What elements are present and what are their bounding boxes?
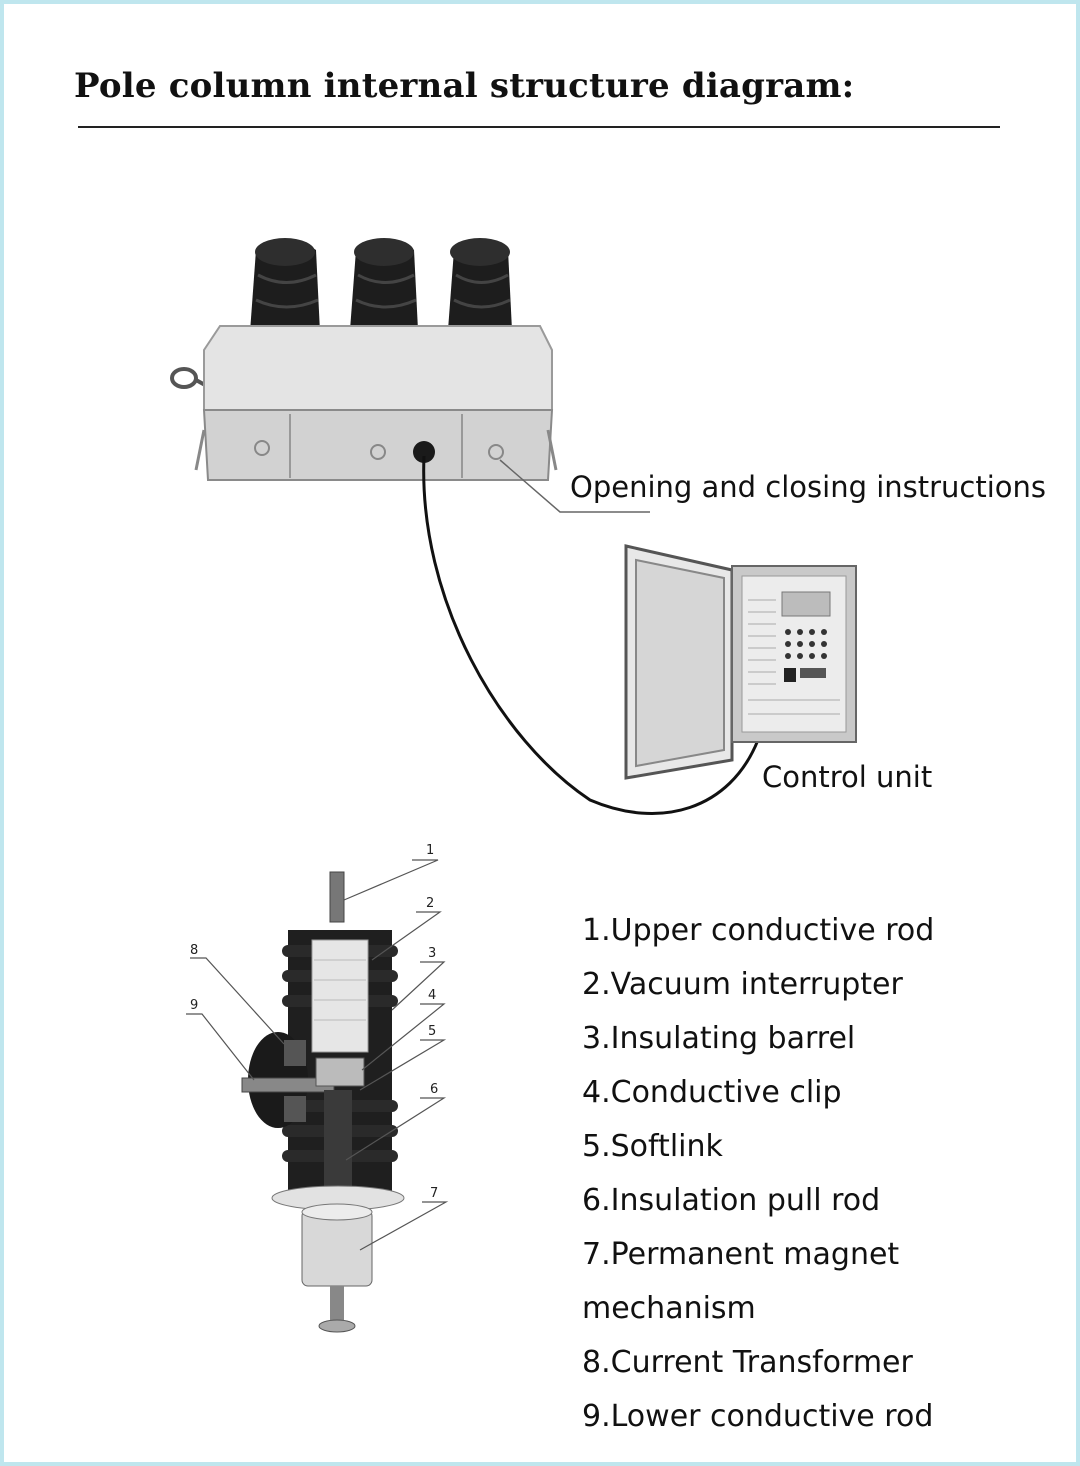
legend-item: 2.Vacuum interrupter <box>582 967 903 1002</box>
page-title: Pole column internal structure diagram: <box>74 66 855 106</box>
vacuum-interrupter <box>311 939 369 1053</box>
opening-closing-label: Opening and closing instructions <box>570 470 1047 504</box>
parts-legend: 1.Upper conductive rod 2.Vacuum interrup… <box>582 904 1062 1444</box>
legend-item: 8.Current Transformer <box>582 1345 913 1380</box>
bushing-middle <box>350 238 418 330</box>
part-number-3: 3 <box>428 946 437 961</box>
legend-item: 6.Insulation pull rod <box>582 1183 881 1218</box>
legend-item: 1.Upper conductive rod <box>582 913 935 948</box>
control-unit-label: Control unit <box>762 760 933 794</box>
breaker-housing <box>194 325 558 481</box>
opening-closing-leader-line <box>499 459 650 513</box>
part-number-4: 4 <box>428 988 437 1003</box>
breaker-assembly-illustration <box>170 238 857 815</box>
upper-conductive-rod <box>329 871 345 923</box>
bushing-right <box>448 238 512 330</box>
control-cable <box>422 455 760 815</box>
part-number-1: 1 <box>426 843 435 858</box>
legend-item: 4.Conductive clip <box>582 1075 842 1110</box>
insulation-pull-rod <box>324 1090 352 1190</box>
part-number-2: 2 <box>426 896 435 911</box>
legend-item: mechanism <box>582 1291 756 1326</box>
legend-item: 9.Lower conductive rod <box>582 1399 934 1434</box>
title-underline <box>78 126 1000 128</box>
part-number-9: 9 <box>190 998 199 1013</box>
legend-item: 5.Softlink <box>582 1129 723 1164</box>
pole-column-cutaway <box>186 859 449 1333</box>
legend-item: 3.Insulating barrel <box>582 1021 856 1056</box>
bushing-left <box>250 238 320 332</box>
part-number-8: 8 <box>190 943 199 958</box>
legend-item: 7.Permanent magnet <box>582 1237 900 1272</box>
control-cabinet <box>624 544 857 780</box>
part-number-7: 7 <box>430 1186 439 1201</box>
conductive-clip <box>315 1057 365 1087</box>
permanent-magnet-mechanism <box>301 1203 373 1333</box>
part-number-6: 6 <box>430 1082 439 1097</box>
part-number-5: 5 <box>428 1024 437 1039</box>
part-leader-lines <box>186 859 449 1251</box>
